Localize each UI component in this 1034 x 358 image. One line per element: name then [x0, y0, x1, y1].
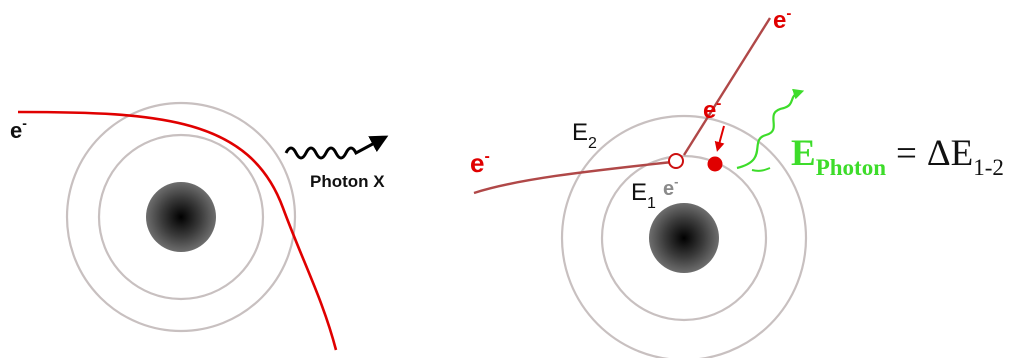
photon-energy-equation: EPhoton=ΔE1-2	[791, 133, 1004, 180]
left-outer-shell	[65, 101, 297, 333]
incoming-electron-label: e-	[470, 148, 490, 178]
scattered-electron-label: e-	[773, 5, 791, 34]
photon-x-label: Photon X	[310, 172, 385, 191]
green-pointer-icon	[751, 167, 771, 172]
left-electron-label: e-	[10, 115, 27, 143]
left-electron-trajectory	[17, 110, 338, 351]
left-nucleus	[146, 182, 216, 252]
right-outer-shell	[560, 114, 808, 358]
scattered-electron-trajectory	[682, 17, 772, 156]
transition-electron	[707, 156, 723, 172]
shell-e2-label: E2	[572, 119, 597, 152]
left-atom	[65, 101, 297, 333]
shell-e1-label: E1	[631, 179, 656, 212]
emitted-photon-icon	[736, 88, 805, 170]
right-nucleus	[649, 203, 719, 273]
transition-electron-label: e-	[663, 174, 678, 200]
incoming-electron-trajectory	[473, 160, 673, 195]
right-inner-shell	[600, 154, 768, 322]
wavy-arrow-icon	[284, 135, 389, 160]
transition-arrow	[714, 125, 725, 152]
right-atom	[560, 114, 808, 358]
ejected-electron-label: e-	[703, 95, 721, 124]
left-inner-shell	[97, 133, 265, 301]
electron-vacancy	[668, 153, 684, 169]
